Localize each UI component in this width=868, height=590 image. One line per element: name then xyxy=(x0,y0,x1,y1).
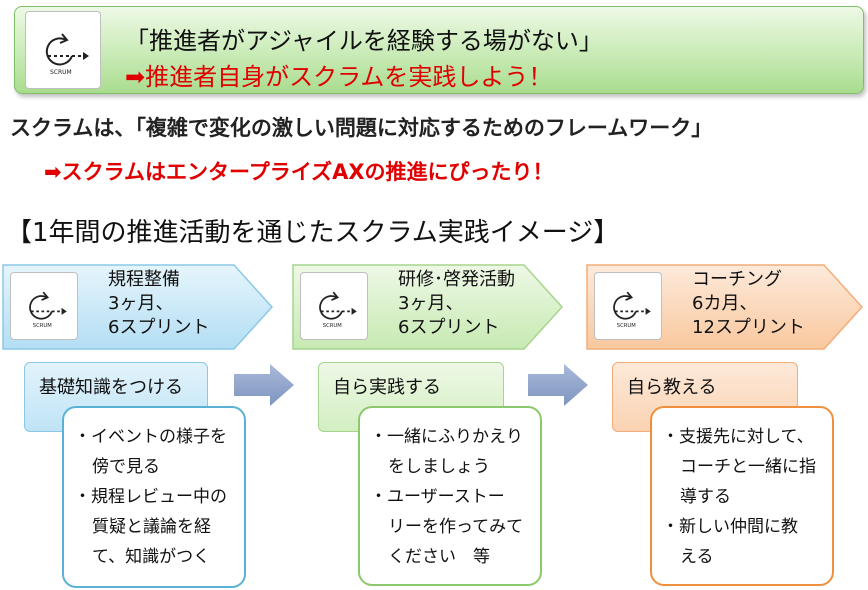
flow-arrow-icon xyxy=(234,364,294,406)
detail-line: をしましょう xyxy=(388,457,490,477)
phase-duration: 6カ月、 xyxy=(692,293,758,314)
phase-rules: SCRUM 規程整備 3ヶ月、 6スプリント xyxy=(2,264,274,350)
phase-info: 研修･啓発活動 3ヶ月、 6スプリント xyxy=(398,268,515,340)
phase-coaching-details: ・支援先に対して、 コーチと一緒に指 導する ・新しい仲間に教 える xyxy=(650,406,834,586)
scrum-conclusion-text: スクラムはエンタープライズAXの推進にぴったり！ xyxy=(61,160,554,184)
svg-text:SCRUM: SCRUM xyxy=(33,323,52,329)
phase-sprints: 12スプリント xyxy=(692,317,805,338)
phase-training-details: ・一緒にふりかえり をしましょう ・ユーザーストー リーを作ってみて ください … xyxy=(358,406,542,586)
phase-duration: 3ヶ月、 xyxy=(108,293,174,314)
svg-text:SCRUM: SCRUM xyxy=(50,69,72,76)
flow-arrow-icon xyxy=(528,364,588,406)
right-arrow-icon: ➡ xyxy=(44,160,62,184)
phase-duration: 3ヶ月、 xyxy=(398,293,464,314)
detail-line: コーチと一緒に指 xyxy=(680,457,816,477)
detail-line: ・新しい仲間に教 xyxy=(662,517,798,537)
phase-info: 規程整備 3ヶ月、 6スプリント xyxy=(108,268,209,340)
detail-line: 導する xyxy=(680,487,731,507)
detail-line: ください 等 xyxy=(388,547,490,567)
phase-training: SCRUM 研修･啓発活動 3ヶ月、 6スプリント xyxy=(292,264,564,350)
detail-line: える xyxy=(680,547,714,567)
phase-info: コーチング 6カ月、 12スプリント xyxy=(692,268,805,340)
scrum-logo-icon: SCRUM xyxy=(25,11,101,89)
headline-banner: SCRUM 「推進者がアジャイルを経験する場がない」 ➡推進者自身がスクラムを実… xyxy=(14,6,864,94)
banner-solution-text: 推進者自身がスクラムを実践しよう！ xyxy=(145,63,553,91)
banner-problem-statement: 「推進者がアジャイルを経験する場がない」 xyxy=(125,27,603,55)
detail-line: 質疑と議論を経 xyxy=(92,517,211,537)
phase-coaching: SCRUM コーチング 6カ月、 12スプリント xyxy=(586,264,864,350)
right-arrow-icon: ➡ xyxy=(125,63,146,91)
detail-line: 傍で見る xyxy=(92,457,160,477)
scrum-logo-icon: SCRUM xyxy=(594,272,662,340)
detail-line: て、知識がつく xyxy=(92,547,211,567)
phase-sprints: 6スプリント xyxy=(398,317,500,338)
scrum-logo-icon: SCRUM xyxy=(300,272,368,340)
svg-text:SCRUM: SCRUM xyxy=(323,323,342,329)
phase-title: 研修･啓発活動 xyxy=(398,269,515,290)
detail-line: リーを作ってみて xyxy=(388,517,524,537)
detail-line: ・支援先に対して、 xyxy=(662,427,814,447)
phase-title: コーチング xyxy=(692,269,782,290)
phase-rules-details: ・イベントの様子を 傍で見る ・規程レビュー中の 質疑と議論を経 て、知識がつく xyxy=(62,406,246,588)
scrum-conclusion: ➡スクラムはエンタープライズAXの推進にぴったり！ xyxy=(44,156,554,186)
banner-solution: ➡推進者自身がスクラムを実践しよう！ xyxy=(125,57,552,92)
detail-line: ・規程レビュー中の xyxy=(74,487,227,507)
phase-title: 規程整備 xyxy=(108,269,180,290)
section-title: 【1年間の推進活動を通じたスクラム実践イメージ】 xyxy=(6,218,620,248)
phase-sprints: 6スプリント xyxy=(108,317,210,338)
detail-line: ・一緒にふりかえり xyxy=(370,427,523,447)
scrum-logo-icon: SCRUM xyxy=(10,272,78,340)
detail-line: ・イベントの様子を xyxy=(74,427,227,447)
scrum-definition: スクラムは、「複雑で変化の激しい問題に対応するためのフレームワーク」 xyxy=(10,116,713,140)
detail-line: ・ユーザーストー xyxy=(370,487,505,507)
svg-text:SCRUM: SCRUM xyxy=(617,323,636,329)
